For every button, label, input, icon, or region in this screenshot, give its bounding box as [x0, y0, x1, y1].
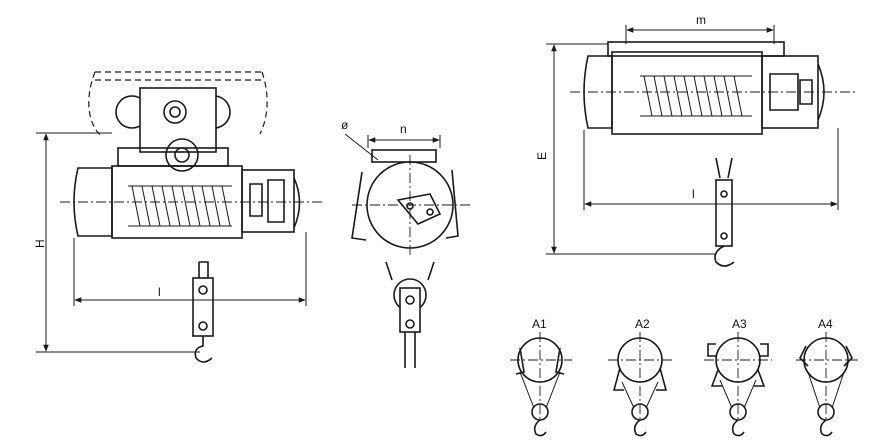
front-height-label: H — [33, 239, 47, 248]
variant-a2-label: A2 — [635, 317, 650, 331]
top-length-label: l — [692, 187, 695, 201]
variant-a3: A3 — [704, 317, 772, 437]
side-view: n ø — [341, 118, 470, 368]
variant-a4-label: A4 — [818, 317, 833, 331]
top-height-label: E — [535, 152, 549, 160]
variant-a4: A4 — [796, 317, 858, 437]
side-spacing-label: n — [400, 122, 407, 136]
variant-a3-label: A3 — [732, 317, 747, 331]
top-view: m E l — [535, 13, 855, 267]
front-view: H l — [33, 71, 325, 363]
side-diameter-label: ø — [341, 118, 349, 132]
front-length-label: l — [158, 285, 161, 299]
top-width-label: m — [696, 13, 706, 27]
variant-a1: A1 — [510, 317, 572, 437]
variant-a1-label: A1 — [532, 317, 547, 331]
variant-a2: A2 — [608, 317, 672, 437]
